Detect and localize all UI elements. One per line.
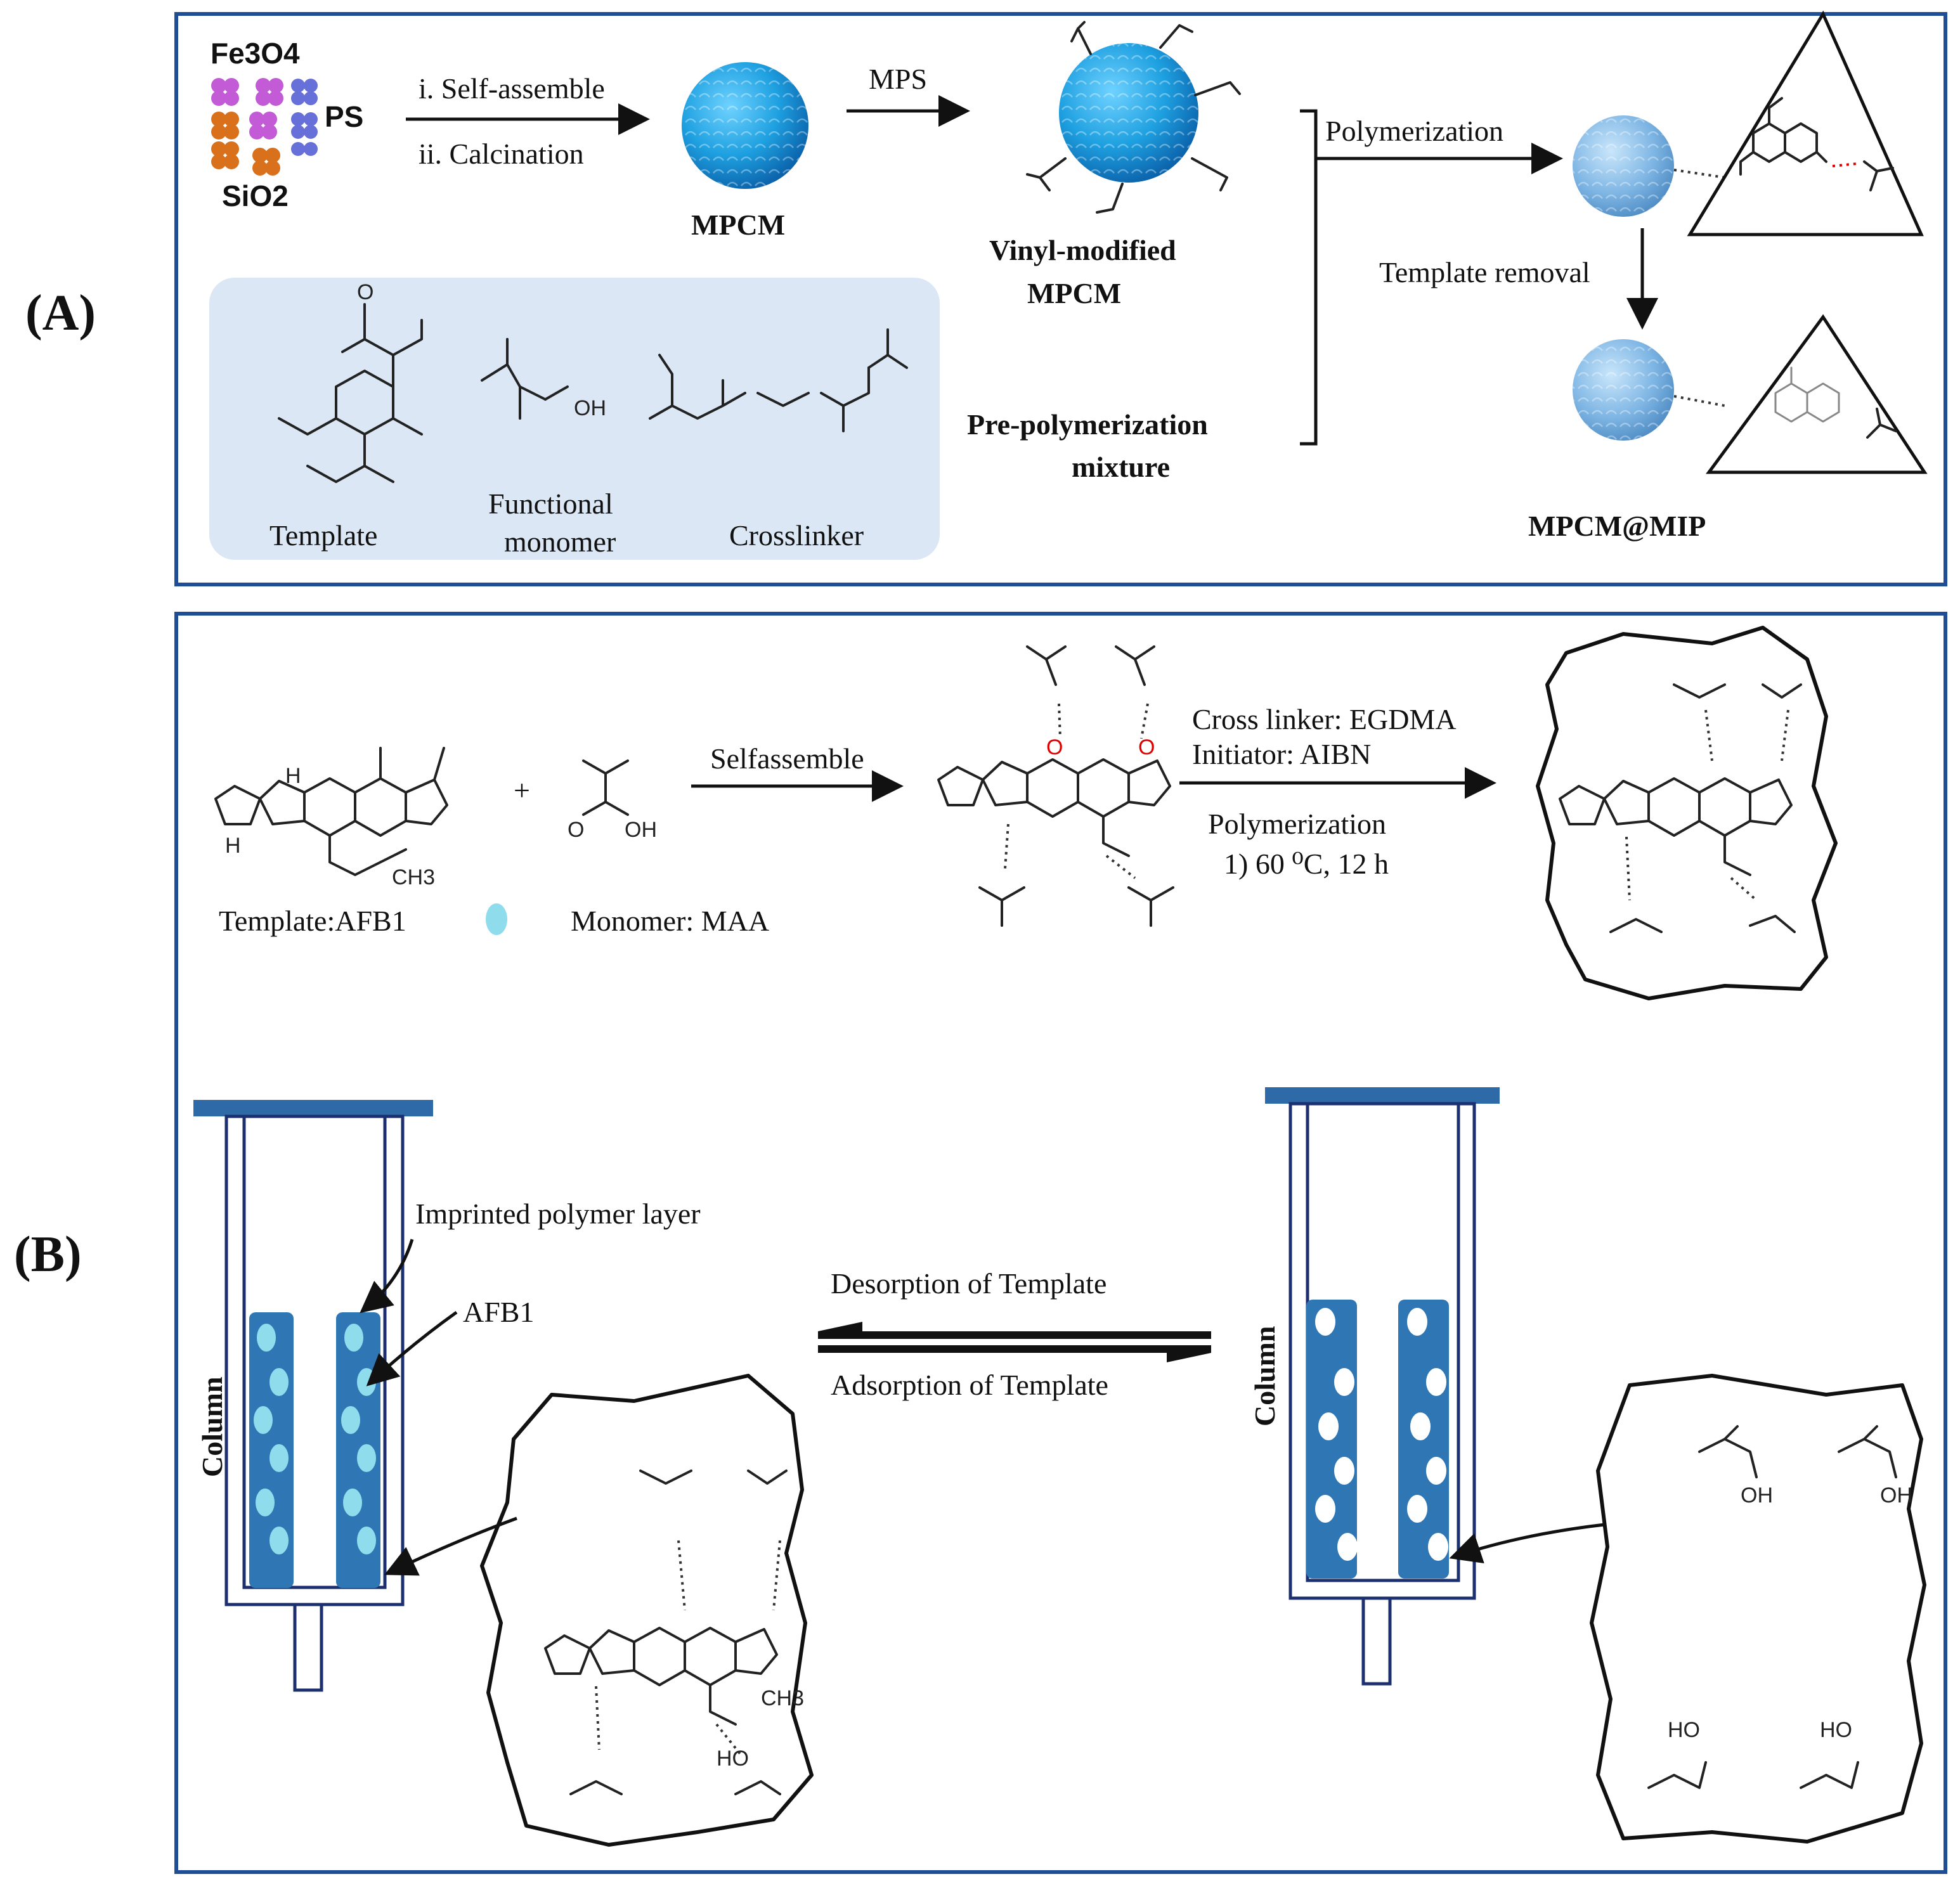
adsorption-text: Adsorption of Template (831, 1369, 1108, 1401)
blob-left-pointer (384, 1516, 517, 1576)
mps-text: MPS (869, 63, 927, 95)
column-left-label: Column (196, 1377, 228, 1477)
imprinted-layer-label: Imprinted polymer layer (415, 1198, 701, 1230)
blob-left-complex (544, 1469, 788, 1795)
right-column-cavities (1315, 1308, 1448, 1561)
template-structure (278, 303, 423, 483)
polymerization-text: Polymerization (1325, 115, 1503, 147)
vinyl-label-line1: Vinyl-modified (989, 234, 1176, 266)
left-column (193, 1100, 433, 1692)
maa-o: O (568, 818, 584, 842)
afb1-pointer-label: AFB1 (463, 1296, 534, 1328)
selfassemble-text: Selfassemble (710, 742, 864, 775)
template-afb1-label: Template:AFB1 (219, 905, 406, 937)
blob-right-pointer (1449, 1523, 1605, 1564)
panel-a-label: (A) (25, 285, 96, 341)
maa-structure (582, 759, 629, 816)
condition-text: 1) 60 ⁰C, 12 h (1224, 848, 1389, 880)
sio2-label: SiO2 (222, 179, 289, 212)
prepoly-label-line2: mixture (1072, 451, 1170, 483)
blob-right-oh2: OH (1880, 1483, 1912, 1508)
polymerization-text-b: Polymerization (1208, 808, 1386, 840)
initiator-text: Initiator: AIBN (1192, 738, 1371, 770)
imprinted-layer-pointer (360, 1239, 414, 1314)
desorption-text: Desorption of Template (831, 1267, 1107, 1300)
maa-oh: OH (625, 818, 657, 842)
cross-linker-text: Cross linker: EGDMA (1192, 703, 1457, 735)
blob-left-ch3: CH3 (761, 1686, 804, 1710)
fe3o4-label: Fe3O4 (211, 37, 300, 70)
dashed-link-top (1673, 169, 1725, 179)
triangle-site-empty (1706, 314, 1928, 474)
blob-left-ho: HO (717, 1747, 749, 1771)
product-label: MPCM@MIP (1528, 510, 1706, 542)
functional-caption-line2: monomer (504, 526, 616, 558)
column-right-label: Column (1249, 1326, 1281, 1426)
blob-right-groups (1647, 1425, 1897, 1789)
step-ii-text: ii. Calcination (419, 138, 584, 170)
monomer-structure (481, 338, 569, 420)
mip-sphere-empty (1573, 339, 1674, 441)
monomer-oh: OH (574, 396, 606, 420)
panel-a-frame (174, 12, 1947, 586)
complex-o2: O (1138, 735, 1155, 759)
equilibrium-arrows (818, 1322, 1211, 1362)
polymer-blob-top (1536, 626, 1838, 1000)
blob-top-hbonds (1625, 709, 1789, 901)
dashed-link-bottom (1673, 395, 1725, 407)
complex-o1: O (1046, 735, 1063, 759)
monomer-maa-label: Monomer: MAA (571, 905, 769, 937)
functional-caption-line1: Functional (488, 488, 613, 520)
mpcm-label: MPCM (691, 209, 785, 241)
template-caption: Template (269, 519, 377, 552)
afb1-structure (214, 747, 448, 876)
prepoly-label-line1: Pre-polymerization (967, 408, 1208, 441)
template-removal-text: Template removal (1379, 256, 1590, 288)
ps-label: PS (325, 100, 363, 133)
afb1-maa-complex (937, 645, 1174, 927)
polymer-blob-bottom-right (1590, 1374, 1926, 1844)
mpcm-sphere (682, 62, 808, 189)
panel-b-label: (B) (14, 1227, 82, 1282)
blob-top-complex (1559, 683, 1802, 933)
particle-clusters (211, 78, 318, 176)
complex-hbonds (1004, 703, 1149, 879)
bracket (1300, 109, 1318, 446)
right-column (1265, 1087, 1500, 1686)
left-column-afb1-dots (254, 1324, 376, 1554)
vinyl-mpcm-sphere (1026, 21, 1241, 214)
afb1-pointer (366, 1310, 458, 1386)
reagent-inset (209, 278, 940, 560)
step-i-text: i. Self-assemble (419, 72, 605, 105)
mip-sphere-with-template (1573, 115, 1674, 217)
blob-left-hbonds (595, 1540, 781, 1757)
afb1-h-bottom: H (225, 834, 241, 858)
crosslinker-structure (649, 328, 908, 432)
blob-right-ho2: HO (1820, 1718, 1852, 1742)
polymer-blob-bottom-left (480, 1374, 814, 1847)
crosslinker-caption: Crosslinker (729, 519, 864, 552)
blob-right-oh1: OH (1741, 1483, 1773, 1508)
afb1-symbol (486, 903, 507, 935)
afb1-h-top: H (285, 764, 301, 788)
panel-b-frame (174, 612, 1947, 1874)
afb1-ch3: CH3 (392, 865, 435, 889)
template-oxygen: O (357, 280, 373, 304)
triangle-site-with-template (1687, 10, 1924, 236)
vinyl-label-line2: MPCM (1027, 277, 1121, 309)
blob-right-ho1: HO (1668, 1718, 1700, 1742)
plus-sign: + (514, 774, 530, 806)
